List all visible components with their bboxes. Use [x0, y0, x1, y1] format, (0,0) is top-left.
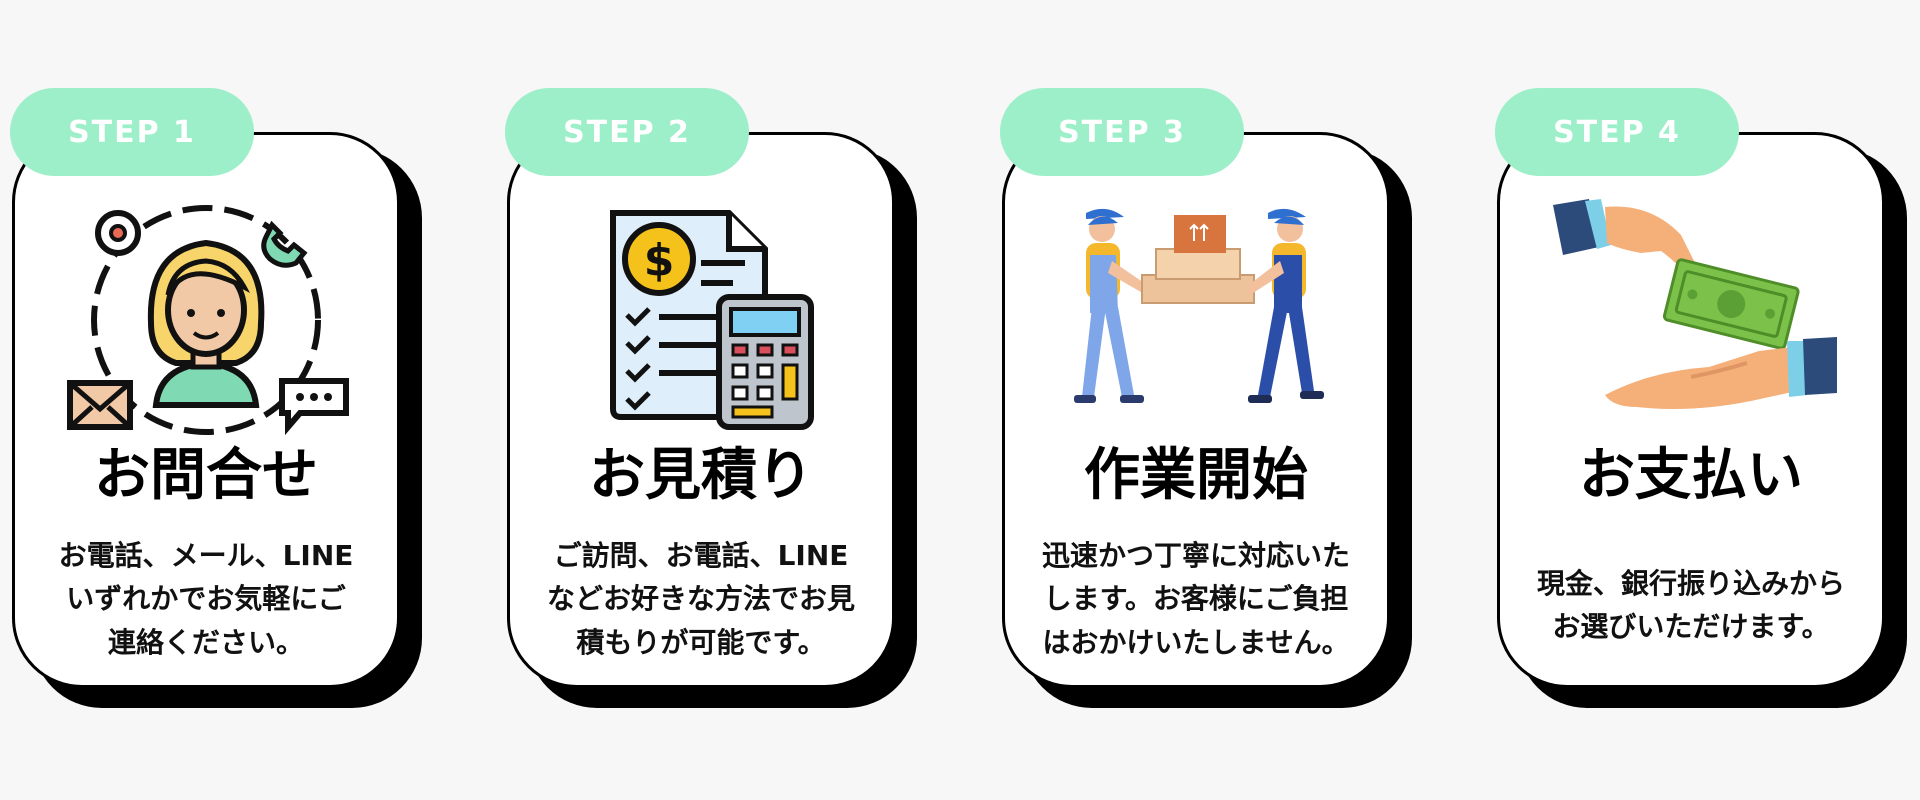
svg-text:$: $	[644, 235, 675, 286]
description-line: はおかけいたしません。	[1042, 625, 1350, 659]
description-line: いずれかでお気軽にご	[66, 582, 346, 616]
cash-payment-hands-icon	[1541, 195, 1841, 445]
step-description: 現金、銀行振り込みから お選びいただけます。	[1507, 562, 1875, 649]
estimate-calculator-icon: $	[551, 195, 851, 445]
description-line: します。お客様にご負担	[1043, 582, 1349, 616]
step-title: 作業開始	[1084, 443, 1308, 508]
payment-illustration	[1553, 199, 1837, 409]
contact-person-icon	[56, 195, 356, 445]
step-label: STEP 4	[1495, 88, 1739, 176]
step-4: STEP 4 お支払い 現金、銀行振り込みから お選びい	[1485, 0, 1907, 800]
step-description: お電話、メール、LINE いずれかでお気軽にご 連絡ください。	[22, 534, 390, 664]
description-line: ご訪問、お電話、LINE	[553, 539, 849, 572]
step-description: 迅速かつ丁寧に対応いた します。お客様にご負担 はおかけいたしません。	[1012, 534, 1380, 664]
step-label: STEP 2	[505, 88, 749, 176]
step-title: お見積り	[589, 443, 813, 508]
step-label: STEP 1	[10, 88, 254, 176]
contact-illustration	[67, 205, 349, 436]
description-line: 積もりが可能です。	[576, 625, 826, 659]
step-title: お支払い	[1579, 443, 1803, 508]
description-line: 迅速かつ丁寧に対応いた	[1041, 539, 1350, 572]
description-line: 連絡ください。	[107, 625, 304, 659]
step-3: STEP 3	[990, 0, 1412, 800]
step-description: ご訪問、お電話、LINE などお好きな方法でお見 積もりが可能です。	[517, 534, 885, 664]
step-title: お問合せ	[94, 443, 318, 508]
estimate-illustration: $	[610, 210, 814, 430]
step-label: STEP 3	[1000, 88, 1244, 176]
movers-carrying-boxes-icon	[1046, 195, 1346, 445]
movers-illustration	[1074, 208, 1324, 403]
description-line: お電話、メール、LINE	[58, 539, 354, 572]
description-line: などお好きな方法でお見	[546, 582, 855, 616]
step-2: STEP 2 $	[495, 0, 917, 800]
step-1: STEP 1	[0, 0, 422, 800]
description-line: 現金、銀行振り込みから	[1536, 567, 1845, 600]
description-line: お選びいただけます。	[1552, 610, 1830, 644]
